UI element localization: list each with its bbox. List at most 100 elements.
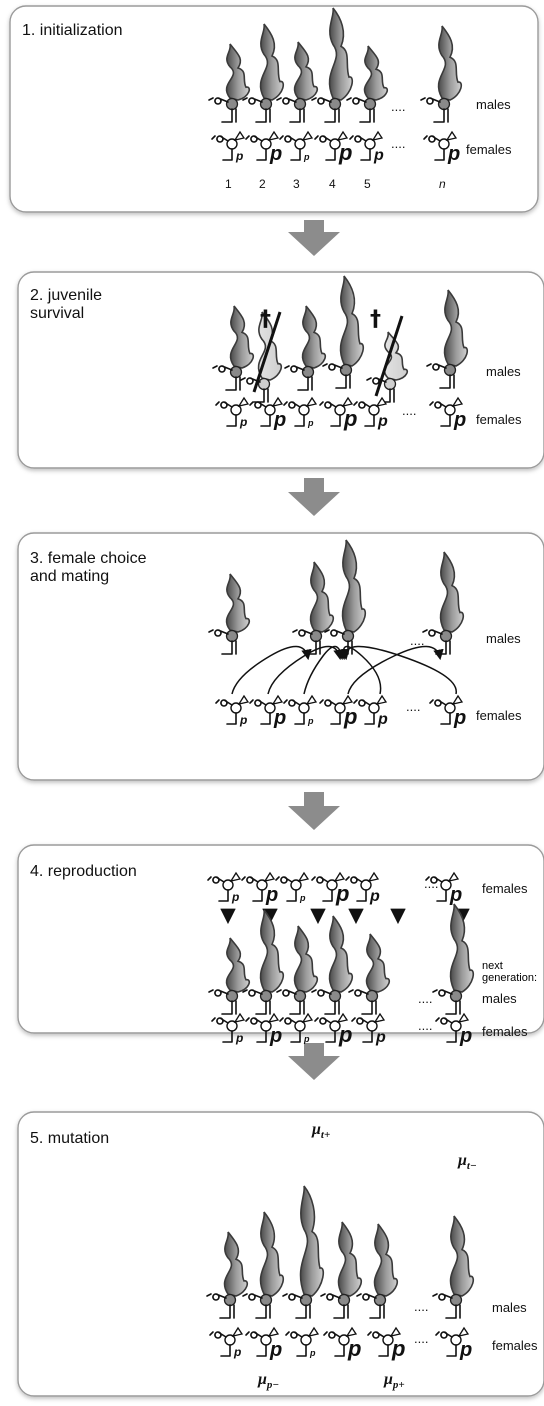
panel-5-title: 5. mutation <box>30 1130 109 1147</box>
ellipsis: .... <box>418 991 432 1006</box>
males-label: males <box>482 991 517 1006</box>
females-label: females <box>476 412 522 427</box>
preference-p: p <box>338 140 352 165</box>
preference-p: p <box>449 884 462 906</box>
ellipsis: .... <box>402 403 416 418</box>
preference-p: p <box>233 1345 241 1359</box>
preference-p: p <box>273 707 286 729</box>
preference-p: p <box>377 413 388 430</box>
male-body <box>295 991 306 1002</box>
male-body <box>227 631 238 642</box>
flow-arrow <box>288 792 340 830</box>
flow-arrow <box>288 220 340 256</box>
males-label: males <box>492 1300 527 1315</box>
preference-p: p <box>231 890 239 904</box>
preference-p: p <box>303 1034 310 1044</box>
males-label: males <box>476 97 511 112</box>
individual-index: 3 <box>293 177 300 191</box>
male-body <box>451 1295 462 1306</box>
male-body <box>303 367 314 378</box>
male-body <box>330 991 341 1002</box>
male-body <box>261 991 272 1002</box>
preference-p: p <box>347 1336 361 1361</box>
preference-p: p <box>239 713 247 727</box>
females-label: females <box>482 1024 528 1039</box>
males-label: males <box>486 364 521 379</box>
dagger-icon: † <box>370 307 381 332</box>
male-body <box>451 991 462 1002</box>
females-label: females <box>476 708 522 723</box>
male-body <box>339 1295 350 1306</box>
male-body <box>330 99 341 110</box>
females-label: females <box>492 1338 538 1353</box>
preference-p: p <box>269 1339 282 1361</box>
male-body <box>301 1295 312 1306</box>
male-body <box>441 631 452 642</box>
panel-4-title: 4. reproduction <box>30 863 137 880</box>
preference-p: p <box>273 409 286 431</box>
preference-p: p <box>239 415 247 429</box>
preference-p: p <box>307 418 314 428</box>
male-body <box>375 1295 386 1306</box>
male-body <box>259 379 270 390</box>
preference-p: p <box>235 149 243 163</box>
male-body <box>439 99 450 110</box>
male-body <box>231 367 242 378</box>
preference-p: p <box>338 1022 352 1047</box>
ellipsis: .... <box>391 136 405 151</box>
male-body <box>225 1295 236 1306</box>
male-body <box>367 991 378 1002</box>
male-body <box>365 99 376 110</box>
females-label: females <box>482 881 528 896</box>
individual-index: n <box>439 177 446 191</box>
preference-p: p <box>459 1339 472 1361</box>
male-body <box>343 631 354 642</box>
male-body <box>385 379 396 390</box>
ellipsis: .... <box>414 1299 428 1314</box>
flow-arrow <box>288 478 340 516</box>
preference-p: p <box>335 881 349 906</box>
preference-p: p <box>343 704 357 729</box>
dagger-icon: † <box>260 307 271 332</box>
male-body <box>261 99 272 110</box>
preference-p: p <box>303 152 310 162</box>
preference-p: p <box>373 147 384 164</box>
preference-p: p <box>447 143 460 165</box>
male-body <box>227 99 238 110</box>
flow-arrow <box>288 1043 340 1080</box>
ellipsis: .... <box>414 1331 428 1346</box>
individual-index: 1 <box>225 177 232 191</box>
preference-p: p <box>269 143 282 165</box>
males-label: males <box>486 631 521 646</box>
male-body <box>227 991 238 1002</box>
preference-p: p <box>265 884 278 906</box>
ellipsis: .... <box>410 633 424 648</box>
preference-p: p <box>309 1348 316 1358</box>
preference-p: p <box>459 1025 472 1047</box>
male-body <box>445 365 456 376</box>
females-label: females <box>466 142 512 157</box>
male-body <box>295 99 306 110</box>
preference-p: p <box>453 707 466 729</box>
preference-p: p <box>377 711 388 728</box>
preference-p: p <box>343 406 357 431</box>
preference-p: p <box>307 716 314 726</box>
preference-p: p <box>269 1025 282 1047</box>
preference-p: p <box>369 888 380 905</box>
preference-p: p <box>453 409 466 431</box>
ellipsis: .... <box>418 1018 432 1033</box>
male-body <box>341 365 352 376</box>
male-body <box>311 631 322 642</box>
preference-p: p <box>375 1029 386 1046</box>
ellipsis: .... <box>391 99 405 114</box>
preference-p: p <box>235 1031 243 1045</box>
individual-index: 5 <box>364 177 371 191</box>
ellipsis: .... <box>406 699 420 714</box>
male-body <box>261 1295 272 1306</box>
individual-index: 2 <box>259 177 266 191</box>
individual-index: 4 <box>329 177 336 191</box>
preference-p: p <box>391 1336 405 1361</box>
preference-p: p <box>299 893 306 903</box>
panel-1-title: 1. initialization <box>22 22 123 39</box>
